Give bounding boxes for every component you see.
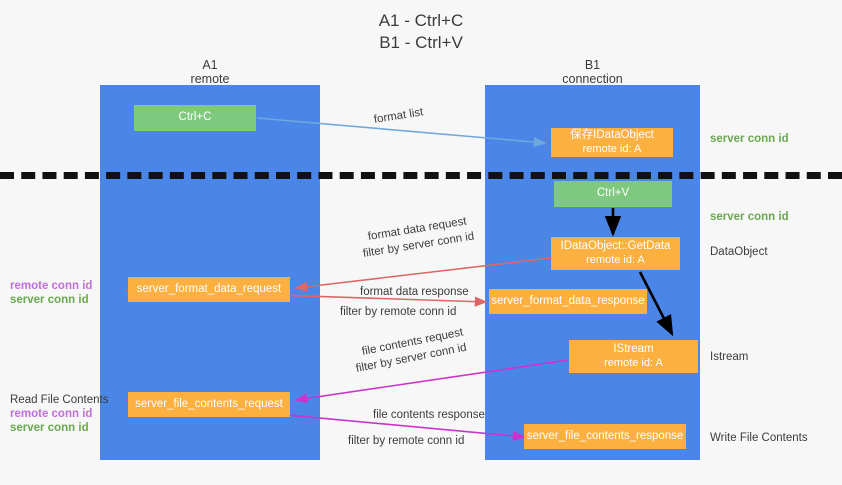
annotation-server-conn-id-2: server conn id [10,422,89,434]
lane-a1-sub: remote [190,72,230,86]
box-istream-remote-id: remote id: A [604,356,663,369]
box-getdata-remote-id: remote id: A [586,253,645,266]
box-server-file-contents-request[interactable]: server_file_contents_request [128,392,290,417]
box-server-file-contents-request-label: server_file_contents_request [135,397,283,410]
box-ctrl-c-label: Ctrl+C [178,111,212,124]
annotation-server-conn-id-mid: server conn id [710,211,789,223]
lane-b1-sub: connection [562,72,623,86]
box-save-idataobject-remote-id: remote id: A [582,142,642,155]
arrow-label-file-contents-response-filter: filter by remote conn id [348,434,464,448]
lane-header-b1: B1 connection [485,58,700,86]
lane-a1-name: A1 [202,58,218,72]
annotation-server-conn-id-top: server conn id [710,133,789,145]
arrow-label-format-list: format list [373,106,425,126]
annotation-remote-conn-id-2: remote conn id [10,408,93,420]
box-getdata-label: IDataObject::GetData [560,240,671,252]
annotation-group-left-file: Read File Contents remote conn id server… [10,393,108,435]
box-server-format-data-request-label: server_format_data_request [136,282,282,295]
box-server-file-contents-response[interactable]: server_file_contents_response [524,424,686,449]
box-ctrl-c[interactable]: Ctrl+C [134,105,256,131]
box-istream-label: IStream [613,343,654,355]
annotation-remote-conn-id-1: remote conn id [10,280,93,292]
box-ctrl-v-label: Ctrl+V [596,187,630,200]
arrow-label-format-data-response: format data response [360,286,469,298]
annotation-dataobject: DataObject [710,246,768,258]
arrow-label-file-contents-response: file contents response [373,409,485,421]
filter-prefix: filter by [348,435,389,447]
box-server-format-data-response-label: server_format_data_response [491,294,645,307]
phase-divider-dashed-line [0,172,842,179]
box-server-format-data-response[interactable]: server_format_data_response [489,289,647,314]
page-title: A1 - Ctrl+C B1 - Ctrl+V [0,10,842,54]
box-save-idataobject[interactable]: 保存IDataObject remote id: A [551,128,673,157]
annotation-write-file-contents: Write File Contents [710,432,808,444]
box-save-idataobject-label: 保存IDataObject [570,129,654,141]
filter-key-remote-conn-id: remote conn id [388,435,465,447]
filter-prefix: filter by [340,306,381,318]
annotation-group-left-format: remote conn id server conn id [10,279,92,307]
filter-key-remote-conn-id: remote conn id [380,306,457,318]
arrow-label-format-data-response-filter: filter by remote conn id [340,305,456,319]
box-server-file-contents-response-label: server_file_contents_response [526,429,684,442]
annotation-istream: Istream [710,351,749,363]
box-istream[interactable]: IStream remote id: A [569,340,698,373]
box-ctrl-v[interactable]: Ctrl+V [554,181,672,207]
filter-prefix: filter by [362,241,404,260]
box-server-format-data-request[interactable]: server_format_data_request [128,277,290,302]
title-line-2: B1 - Ctrl+V [379,33,463,52]
filter-prefix: filter by [354,355,397,375]
annotation-server-conn-id-1: server conn id [10,294,89,306]
title-line-1: A1 - Ctrl+C [378,11,464,30]
lane-b1-name: B1 [584,58,601,72]
lane-header-a1: A1 remote [100,58,320,86]
annotation-read-file-contents: Read File Contents [10,394,109,406]
box-idataobject-getdata[interactable]: IDataObject::GetData remote id: A [551,237,680,270]
